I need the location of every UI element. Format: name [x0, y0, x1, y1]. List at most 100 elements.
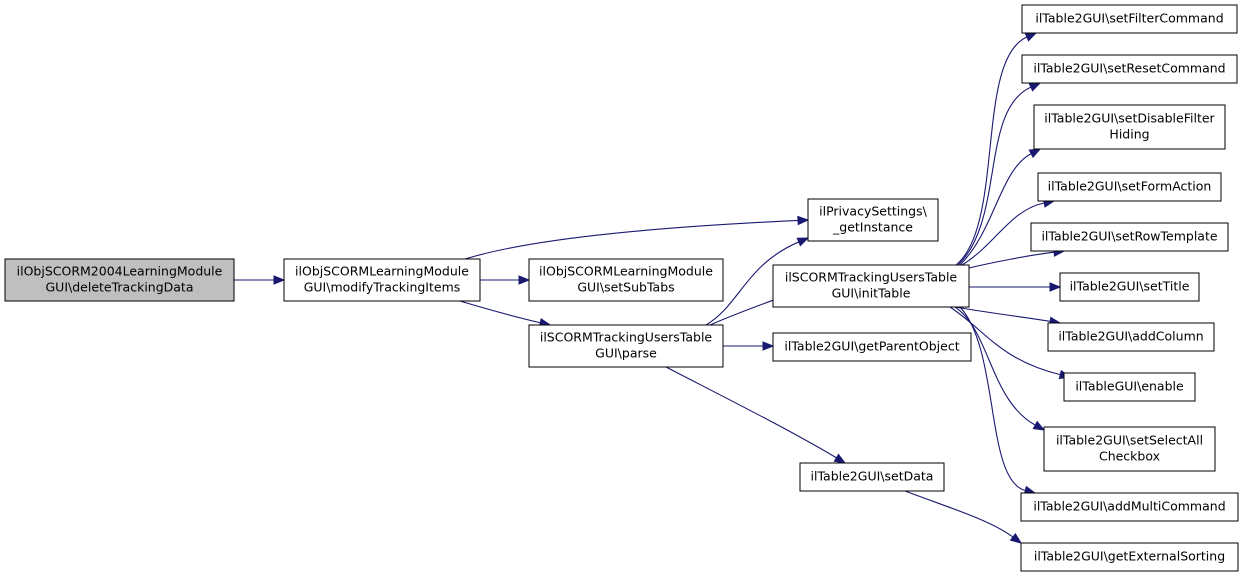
edge-line: [959, 153, 1032, 266]
edge-arrowhead: [797, 215, 810, 226]
node-label: ilObjSCORMLearningModule: [539, 264, 713, 279]
node-label: ilTable2GUI\getParentObject: [784, 339, 959, 354]
edge-arrowhead: [833, 453, 847, 464]
node-label: ilTable2GUI\setFilterCommand: [1035, 11, 1223, 26]
edge-arrowhead: [1024, 32, 1038, 42]
edge-arrowhead: [1028, 148, 1042, 159]
node-label: GUI\deleteTrackingData: [46, 280, 194, 295]
edge-arrowhead: [1028, 82, 1042, 92]
edge-line: [904, 490, 1014, 538]
edge-n7-n18: [904, 490, 1023, 544]
graph-node[interactable]: ilObjSCORMLearningModuleGUI\modifyTracki…: [283, 258, 481, 302]
edge-n4-n7: [665, 366, 847, 464]
node-label: Hiding: [1109, 127, 1149, 142]
node-label: ilTable2GUI\addColumn: [1058, 329, 1203, 344]
node-box: [1047, 322, 1215, 352]
graph-node[interactable]: ilPrivacySettings\_getInstance: [807, 198, 939, 242]
edge-line: [959, 306, 1026, 492]
edge-n5-n10: [959, 148, 1042, 266]
graph-node[interactable]: ilTable2GUI\getExternalSorting: [1020, 542, 1239, 572]
edge-n1-n4: [459, 300, 552, 328]
graph-node[interactable]: ilTable2GUI\setResetCommand: [1021, 54, 1238, 84]
graph-node[interactable]: ilTable2GUI\setRowTemplate: [1030, 222, 1229, 252]
edge-n4-n6: [723, 341, 775, 351]
edge-line: [968, 251, 1055, 269]
node-label: ilTable2GUI\setFormAction: [1048, 179, 1212, 194]
graph-node[interactable]: ilTable2GUI\addMultiCommand: [1020, 492, 1239, 522]
edge-n4-n2: [705, 237, 810, 326]
node-label: ilTable2GUI\addMultiCommand: [1033, 499, 1225, 514]
edge-n1-n3: [480, 275, 531, 285]
node-box: [1020, 492, 1239, 522]
edge-line: [957, 86, 1032, 266]
edge-line: [464, 219, 799, 260]
node-label: ilSCORMTrackingUsersTable: [785, 270, 958, 285]
graph-node[interactable]: ilTable2GUI\setFilterCommand: [1021, 4, 1238, 34]
edge-n5-n16: [954, 306, 1046, 431]
graph-node[interactable]: ilTable2GUI\setTitle: [1059, 272, 1200, 302]
edge-arrowhead: [1009, 532, 1023, 544]
node-label: GUI\parse: [595, 346, 657, 361]
edge-line: [954, 306, 1036, 426]
node-label: ilTable2GUI\setSelectAll: [1056, 433, 1203, 448]
graph-node[interactable]: ilTableGUI\enable: [1063, 372, 1196, 402]
node-label: ilSCORMTrackingUsersTable: [540, 330, 713, 345]
node-label: ilTable2GUI\setResetCommand: [1033, 61, 1225, 76]
node-label: ilTable2GUI\setRowTemplate: [1041, 229, 1217, 244]
node-box: [799, 462, 945, 492]
node-box: [528, 324, 724, 368]
node-box: [528, 258, 724, 302]
node-box: [283, 258, 481, 302]
edge-arrowhead: [1032, 420, 1046, 431]
edge-n0-n1: [234, 275, 286, 285]
graph-node[interactable]: ilTable2GUI\getParentObject: [772, 332, 972, 362]
edge-line: [961, 202, 1045, 266]
edge-line: [949, 306, 1061, 376]
node-box: [1020, 542, 1239, 572]
edge-arrowhead: [796, 237, 810, 247]
edge-arrowhead: [518, 275, 531, 285]
graph-node[interactable]: ilTable2GUI\setData: [799, 462, 945, 492]
node-box: [1030, 222, 1229, 252]
graph-node[interactable]: ilTable2GUI\setFormAction: [1037, 172, 1222, 202]
node-box: [772, 264, 970, 308]
edge-line: [709, 296, 781, 326]
edge-arrowhead: [273, 275, 286, 285]
edge-line: [665, 366, 837, 459]
node-label: ilTable2GUI\setDisableFilter: [1044, 111, 1215, 126]
node-label: ilTable2GUI\getExternalSorting: [1034, 549, 1225, 564]
node-label: ilPrivacySettings\: [819, 204, 927, 219]
node-box: [4, 258, 235, 302]
node-box: [1033, 104, 1226, 150]
node-label: GUI\modifyTrackingItems: [304, 280, 461, 295]
node-box: [1037, 172, 1222, 202]
node-box: [1021, 4, 1238, 34]
edge-arrowhead: [1049, 282, 1062, 292]
node-label: ilTableGUI\enable: [1075, 379, 1184, 394]
graph-node[interactable]: ilObjSCORM2004LearningModuleGUI\deleteTr…: [4, 258, 235, 302]
node-box: [1059, 272, 1200, 302]
node-box: [1043, 426, 1216, 472]
edge-line: [459, 300, 541, 324]
edge-n1-n2: [464, 215, 810, 260]
node-label: _getInstance: [832, 220, 913, 235]
node-label: ilObjSCORMLearningModule: [295, 264, 469, 279]
edge-n5-n9: [957, 82, 1042, 266]
node-label: ilTable2GUI\setData: [811, 469, 934, 484]
node-box: [1063, 372, 1196, 402]
graph-node[interactable]: ilTable2GUI\addColumn: [1047, 322, 1215, 352]
node-label: GUI\initTable: [832, 286, 911, 301]
node-label: GUI\setSubTabs: [577, 280, 674, 295]
nodes-layer: ilObjSCORM2004LearningModuleGUI\deleteTr…: [4, 4, 1239, 572]
edge-line: [954, 306, 1051, 322]
node-box: [807, 198, 939, 242]
edge-line: [955, 36, 1028, 266]
edge-n5-n13: [969, 282, 1062, 292]
edge-arrowhead: [762, 341, 775, 351]
